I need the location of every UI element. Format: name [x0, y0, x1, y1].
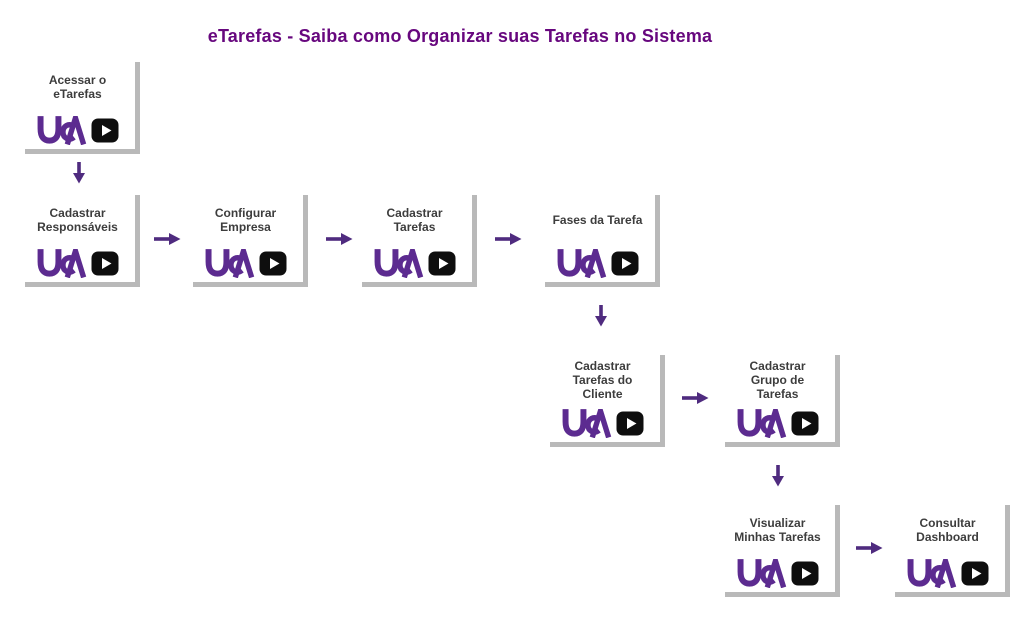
flow-node-label-line: Dashboard — [916, 530, 979, 544]
flow-node-label-line: Tarefas — [756, 387, 799, 401]
brand-logo — [562, 408, 644, 438]
brand-logo — [37, 115, 119, 145]
flow-node-label-line: Responsáveis — [37, 220, 118, 234]
flow-node-label: Fases da Tarefa — [551, 190, 645, 248]
flow-arrow-right-cadastrar-tarefas-to-fases-da-tarefa — [494, 232, 522, 246]
brand-logo — [907, 558, 989, 588]
play-button-icon[interactable] — [616, 411, 644, 436]
play-button-icon[interactable] — [91, 118, 119, 143]
flow-node-label-line: Cliente — [582, 387, 623, 401]
flow-node-label-line: Grupo de — [750, 373, 805, 387]
flow-node-label-line: Fases da Tarefa — [552, 213, 643, 227]
uca-logo-icon — [737, 408, 786, 438]
flow-node-label-line: Cadastrar — [49, 206, 106, 220]
uca-logo-icon — [562, 408, 611, 438]
play-button-icon[interactable] — [259, 251, 287, 276]
brand-logo — [37, 248, 119, 278]
flow-node-fases-da-tarefa[interactable]: Fases da Tarefa — [540, 190, 655, 282]
flow-node-label-line: Visualizar — [749, 516, 806, 530]
flow-arrow-right-cadastrar-responsaveis-to-configurar-empresa — [153, 232, 181, 246]
uca-logo-icon — [557, 248, 606, 278]
flow-node-label-line: Tarefas — [393, 220, 436, 234]
flow-arrow-down-acessar-etarefas-to-cadastrar-responsaveis — [72, 161, 86, 184]
flow-arrow-down-fases-da-tarefa-to-cadastrar-tarefas-do-cliente — [594, 304, 608, 327]
play-button-icon[interactable] — [791, 561, 819, 586]
brand-logo — [737, 408, 819, 438]
flow-arrow-right-cadastrar-tarefas-do-cliente-to-cadastrar-grupo-de-tarefas — [681, 391, 709, 405]
play-button-icon[interactable] — [611, 251, 639, 276]
uca-logo-icon — [37, 115, 86, 145]
brand-logo — [205, 248, 287, 278]
flow-node-label-line: Consultar — [919, 516, 976, 530]
flow-arrow-down-cadastrar-grupo-de-tarefas-to-visualizar-minhas-tarefas — [771, 464, 785, 487]
play-button-icon[interactable] — [91, 251, 119, 276]
page-title: eTarefas - Saiba como Organizar suas Tar… — [207, 26, 713, 46]
flow-node-label-line: Cadastrar — [749, 359, 806, 373]
flow-node-label-line: Tarefas do — [572, 373, 633, 387]
uca-logo-icon — [37, 248, 86, 278]
uca-logo-icon — [205, 248, 254, 278]
play-button-icon[interactable] — [961, 561, 989, 586]
uca-logo-icon — [374, 248, 423, 278]
flow-arrow-right-configurar-empresa-to-cadastrar-tarefas — [325, 232, 353, 246]
play-button-icon[interactable] — [791, 411, 819, 436]
brand-logo — [737, 558, 819, 588]
flow-node-label-line: Cadastrar — [574, 359, 631, 373]
brand-logo — [557, 248, 639, 278]
flow-node-label-line: Configurar — [214, 206, 277, 220]
flow-node-label-line: eTarefas — [53, 87, 102, 101]
uca-logo-icon — [737, 558, 786, 588]
uca-logo-icon — [907, 558, 956, 588]
flow-node-label-line: Cadastrar — [386, 206, 443, 220]
flow-node-label-line: Empresa — [220, 220, 271, 234]
flow-node-label-line: Minhas Tarefas — [734, 530, 821, 544]
flow-node-label-line: Acessar o — [48, 73, 107, 87]
play-button-icon[interactable] — [428, 251, 456, 276]
flow-arrow-right-visualizar-minhas-tarefas-to-consultar-dashboard — [855, 541, 883, 555]
brand-logo — [374, 248, 456, 278]
